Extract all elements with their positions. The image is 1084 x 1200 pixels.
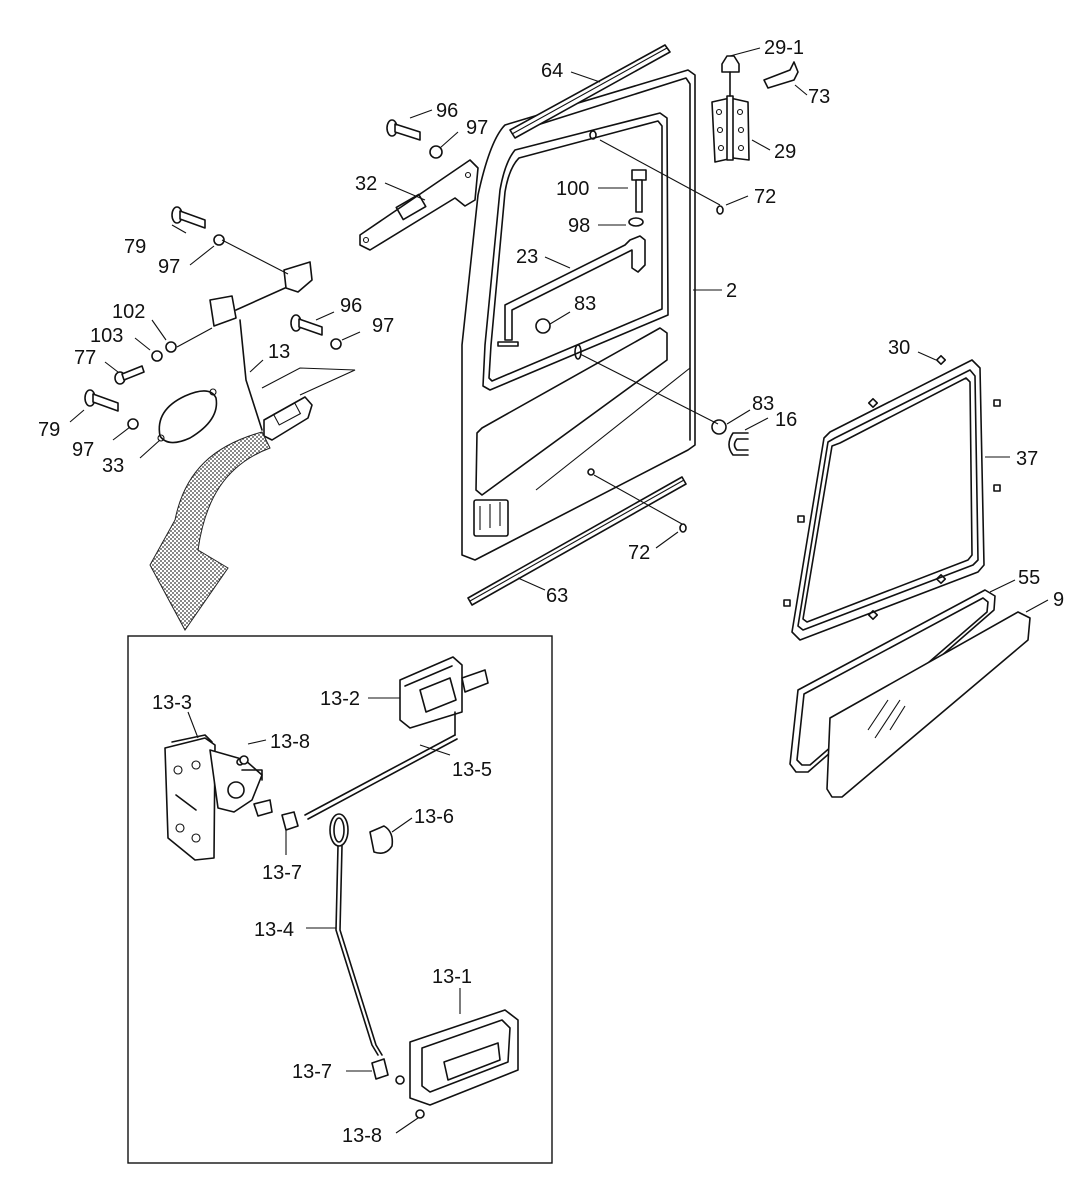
window-frame-seal: [783, 354, 1001, 641]
callout-55: 55: [1018, 567, 1040, 589]
callout-77: 77: [74, 347, 96, 369]
detail-pointer-arrow: [149, 431, 271, 631]
callout-97-mid: 97: [372, 315, 394, 337]
callout-97-bottom: 97: [72, 439, 94, 461]
callout-96-mid: 96: [340, 295, 362, 317]
callout-64: 64: [541, 60, 563, 82]
bracket-plate: [359, 159, 479, 251]
weatherstrip-top: [509, 44, 671, 139]
callout-13: 13: [268, 341, 290, 363]
callout-labels: 29-1 64 73 96 97 29 32 100 72 79 98 97 2…: [38, 37, 1064, 1147]
callout-29: 29: [774, 141, 796, 163]
callout-96-top: 96: [436, 100, 458, 122]
inner-handle: [497, 235, 646, 347]
callout-98: 98: [568, 215, 590, 237]
callout-13-6: 13-6: [414, 806, 454, 828]
lock-detail-parts: [164, 656, 519, 1119]
callout-9: 9: [1053, 589, 1064, 611]
hardware-center: [535, 169, 749, 533]
callout-30: 30: [888, 337, 910, 359]
callout-103: 103: [90, 325, 123, 347]
callout-13-2: 13-2: [320, 688, 360, 710]
callout-79-bottom: 79: [38, 419, 60, 441]
callout-100: 100: [556, 178, 589, 200]
callout-97-top: 97: [466, 117, 488, 139]
callout-13-4: 13-4: [254, 919, 294, 941]
callout-102: 102: [112, 301, 145, 323]
callout-79-top: 79: [124, 236, 146, 258]
callout-2: 2: [726, 280, 737, 302]
callout-63: 63: [546, 585, 568, 607]
callout-72-bottom: 72: [628, 542, 650, 564]
callout-32: 32: [355, 173, 377, 195]
bolt-set-top: [386, 119, 443, 159]
lock-hardware-left: [84, 206, 356, 444]
callout-97-left: 97: [158, 256, 180, 278]
callout-13-3: 13-3: [152, 692, 192, 714]
weatherstrip-bottom: [467, 476, 687, 606]
callout-37: 37: [1016, 448, 1038, 470]
callout-16: 16: [775, 409, 797, 431]
callout-83-upper: 83: [574, 293, 596, 315]
lock-detail-box: [127, 635, 553, 1164]
callout-73: 73: [808, 86, 830, 108]
callout-13-7-upper: 13-7: [262, 862, 302, 884]
hinge: [711, 55, 799, 163]
sliding-glass-pane: [826, 611, 1031, 798]
callout-72-top: 72: [754, 186, 776, 208]
leader-lines: [69, 47, 1049, 1134]
callout-13-5: 13-5: [452, 759, 492, 781]
callout-13-7-lower: 13-7: [292, 1061, 332, 1083]
callout-33: 33: [102, 455, 124, 477]
callout-29-1: 29-1: [764, 37, 804, 59]
callout-13-8-upper: 13-8: [270, 731, 310, 753]
callout-13-1: 13-1: [432, 966, 472, 988]
callout-23: 23: [516, 246, 538, 268]
callout-83-lower: 83: [752, 393, 774, 415]
door-panel: [461, 69, 696, 561]
callout-13-8-lower: 13-8: [342, 1125, 382, 1147]
